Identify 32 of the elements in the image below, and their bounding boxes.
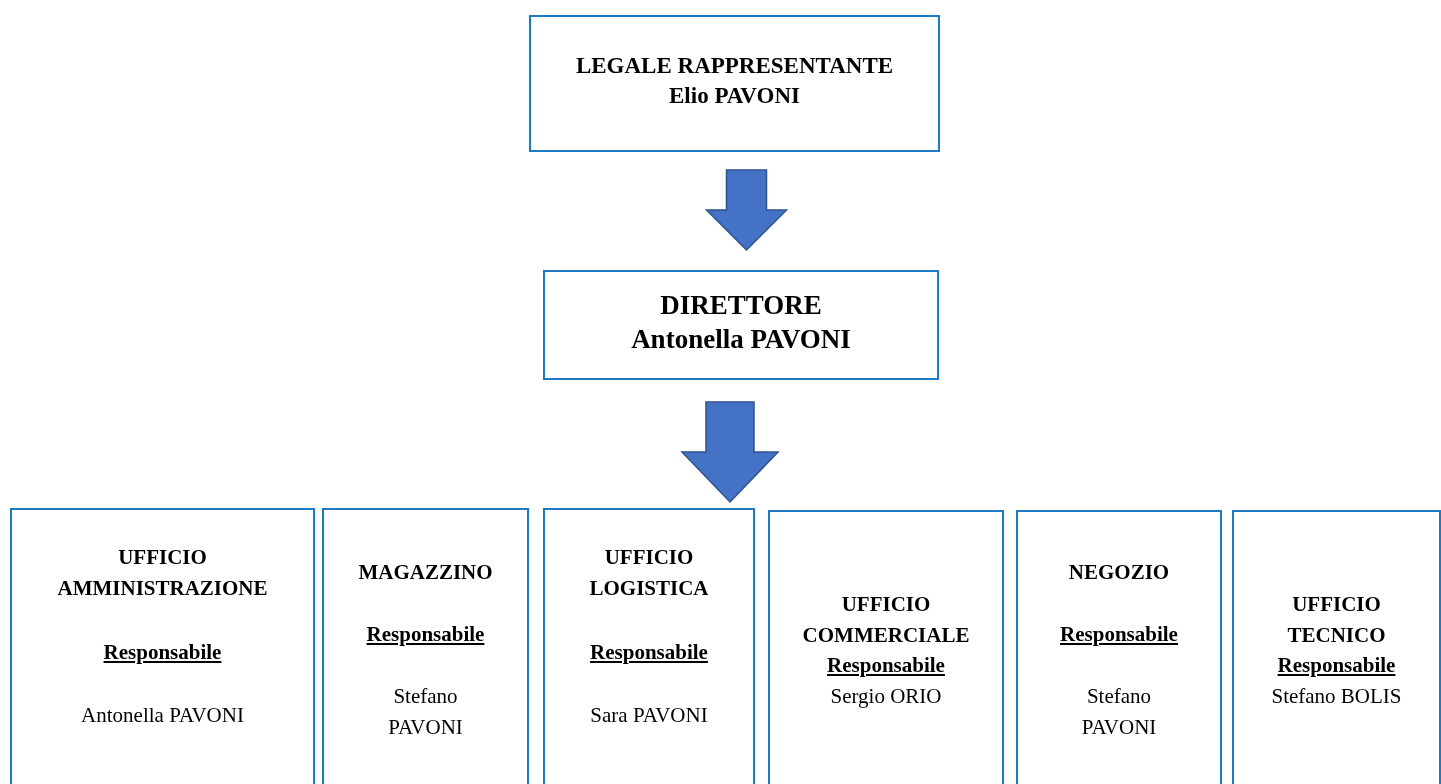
department-box: [768, 510, 1004, 784]
role-label: Responsabile: [1059, 621, 1179, 648]
person-name: Antonella PAVONI: [630, 323, 852, 356]
office-title: NEGOZIO: [1067, 559, 1171, 586]
person-name: Antonella PAVONI: [80, 702, 245, 729]
person-name: Elio PAVONI: [668, 82, 801, 110]
person-name: Stefano PAVONI: [387, 683, 464, 741]
department-box: [1016, 510, 1222, 784]
role-label: Responsabile: [365, 621, 486, 648]
role-label: Responsabile: [1276, 652, 1397, 679]
office-title: MAGAZZINO: [357, 559, 494, 586]
block-arrow: [704, 169, 789, 252]
role-box: [543, 270, 939, 380]
department-box: [543, 508, 755, 784]
office-title: UFFICIO AMMINISTRAZIONE: [56, 544, 269, 602]
role-title: LEGALE RAPPRESENTANTE: [574, 52, 895, 80]
role-label: Responsabile: [589, 639, 709, 666]
office-title: UFFICIO LOGISTICA: [588, 544, 710, 602]
department-box: [322, 508, 529, 784]
role-title: DIRETTORE: [659, 289, 823, 322]
role-box: [529, 15, 940, 152]
person-name: Stefano BOLIS: [1270, 683, 1403, 710]
person-name: Sara PAVONI: [589, 702, 709, 729]
block-arrow: [680, 401, 780, 504]
department-box: [10, 508, 315, 784]
person-name: Sergio ORIO: [829, 683, 943, 710]
person-name: Stefano PAVONI: [1080, 683, 1158, 741]
role-label: Responsabile: [102, 639, 223, 666]
office-title: UFFICIO COMMERCIALE: [801, 591, 971, 649]
office-title: UFFICIO TECNICO: [1286, 591, 1387, 649]
role-label: Responsabile: [826, 652, 946, 679]
department-box: [1232, 510, 1441, 784]
